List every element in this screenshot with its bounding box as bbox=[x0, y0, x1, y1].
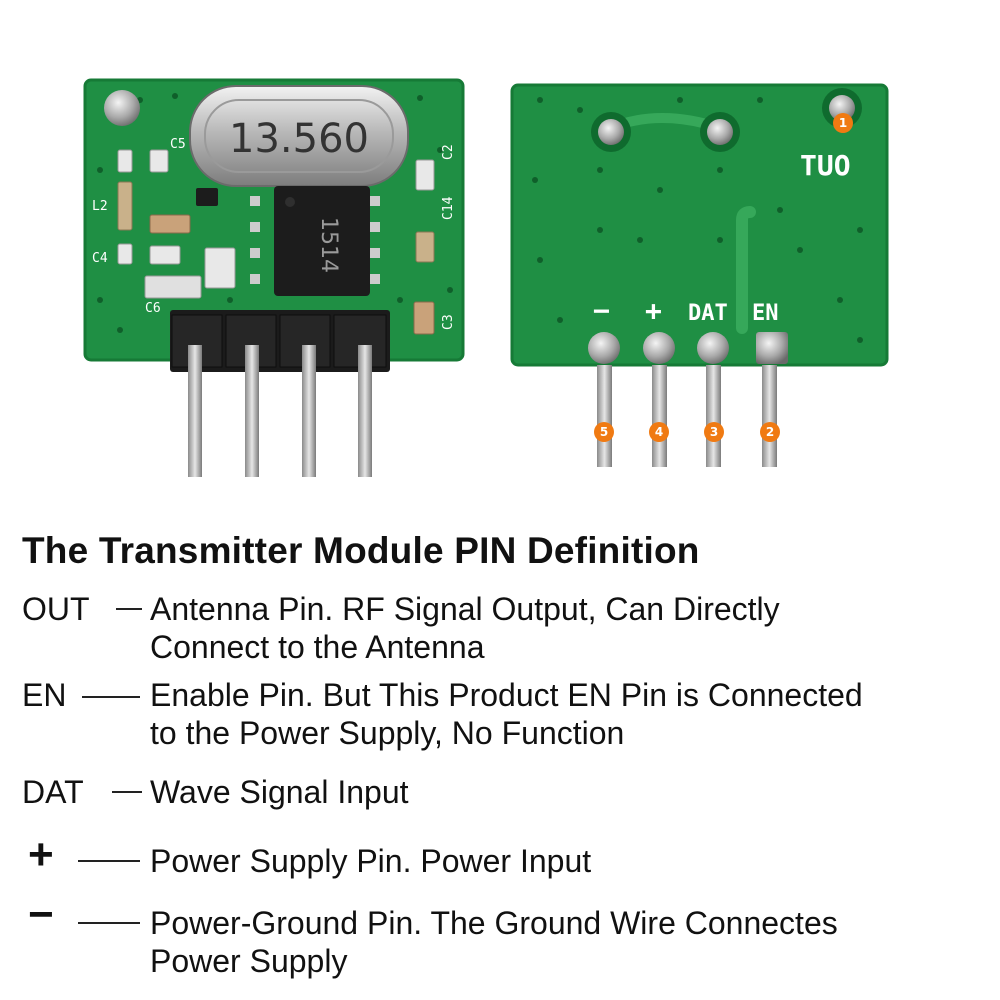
back-label-plus: + bbox=[645, 294, 662, 327]
back-label-en: EN bbox=[752, 301, 779, 326]
front-pin-header bbox=[170, 310, 390, 477]
back-label-out: TUO bbox=[800, 149, 851, 182]
pin-badge-1: 1 bbox=[839, 116, 847, 130]
back-label-dat: DAT bbox=[688, 301, 728, 326]
pin-desc-line: Power Supply bbox=[150, 943, 348, 979]
pin-description: Wave Signal Input bbox=[150, 773, 1000, 811]
pin-desc-line: Wave Signal Input bbox=[150, 774, 409, 810]
pin-desc-line: Connect to the Antenna bbox=[150, 629, 485, 665]
pin-desc-line: Power-Ground Pin. The Ground Wire Connec… bbox=[150, 905, 838, 941]
back-label-minus: − bbox=[593, 294, 610, 327]
front-board: 13.560 1514 C5 C2 bbox=[83, 78, 465, 477]
pin-dash bbox=[112, 791, 142, 793]
back-board: TUO − + DAT EN 1 5 4 3 bbox=[510, 83, 889, 467]
label-c3: C3 bbox=[441, 314, 456, 330]
pin-label: OUT bbox=[22, 591, 90, 627]
minus-icon: − bbox=[28, 890, 54, 939]
pin-description: Power-Ground Pin. The Ground Wire Connec… bbox=[150, 904, 1000, 980]
pin-description: Enable Pin. But This Product EN Pin is C… bbox=[150, 676, 1000, 752]
pin-badge-3: 3 bbox=[710, 425, 718, 439]
label-l2: L2 bbox=[92, 199, 108, 214]
label-c5: C5 bbox=[170, 137, 186, 152]
plus-icon: + bbox=[28, 830, 54, 879]
pin-label: EN bbox=[22, 677, 67, 713]
pin-desc-line: Enable Pin. But This Product EN Pin is C… bbox=[150, 677, 863, 713]
pin-label: DAT bbox=[22, 774, 84, 810]
page-title: The Transmitter Module PIN Definition bbox=[22, 530, 700, 571]
label-c14: C14 bbox=[441, 196, 456, 220]
pin-badge-2: 2 bbox=[766, 425, 774, 439]
pin-dash bbox=[78, 922, 140, 924]
ic-chip: 1514 bbox=[250, 186, 380, 296]
pin-desc-line: Power Supply Pin. Power Input bbox=[150, 843, 592, 879]
label-c6: C6 bbox=[145, 301, 161, 316]
pin-description: Antenna Pin. RF Signal Output, Can Direc… bbox=[150, 590, 1000, 666]
module-photo: 13.560 1514 C5 C2 bbox=[83, 78, 889, 477]
back-pin-joints bbox=[588, 332, 788, 364]
pin-desc-line: Antenna Pin. RF Signal Output, Can Direc… bbox=[150, 591, 780, 627]
label-c2: C2 bbox=[441, 144, 456, 160]
pin-dash bbox=[116, 608, 142, 610]
pin-badge-5: 5 bbox=[600, 425, 608, 439]
chip-label: 1514 bbox=[316, 217, 341, 273]
back-pins bbox=[597, 365, 777, 467]
pin-description: Power Supply Pin. Power Input bbox=[150, 842, 1000, 880]
pin-dash bbox=[78, 860, 140, 862]
pin-badge-4: 4 bbox=[655, 425, 663, 439]
pin-dash bbox=[82, 696, 140, 698]
pin-desc-line: to the Power Supply, No Function bbox=[150, 715, 625, 751]
crystal-label: 13.560 bbox=[229, 116, 369, 162]
smd-components bbox=[117, 149, 435, 335]
label-c4: C4 bbox=[92, 251, 108, 266]
